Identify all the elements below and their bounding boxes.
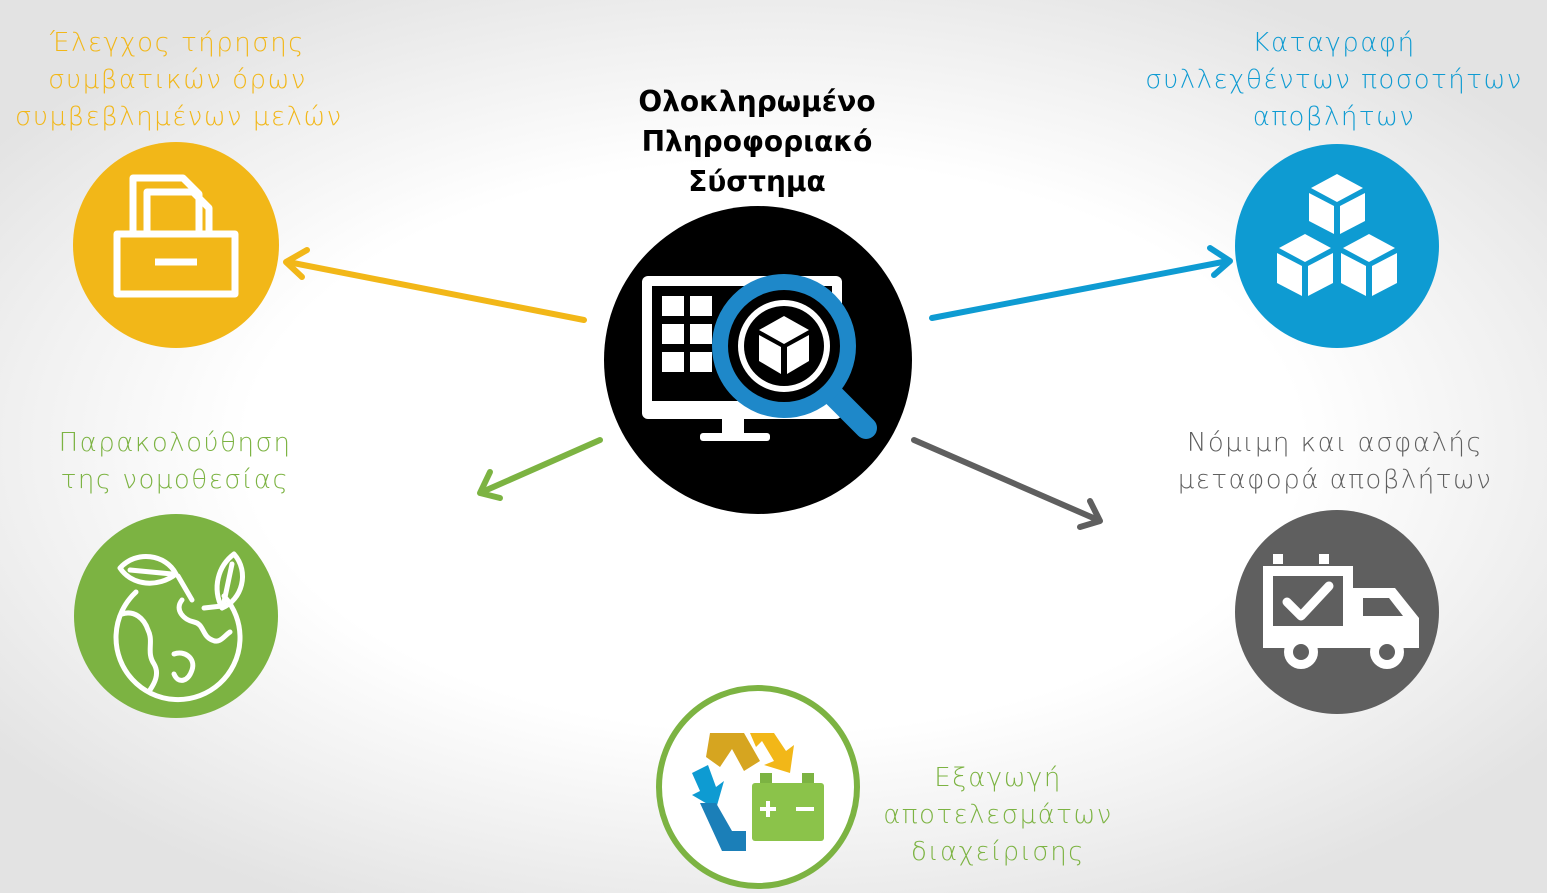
center-title-line-2: Πληροφοριακό xyxy=(641,125,873,158)
quantities-label: Καταγραφή συλλεχθέντων ποσοτήτων αποβλήτ… xyxy=(1140,25,1528,136)
contracts-circle xyxy=(73,142,279,348)
globe-leaves-icon xyxy=(113,551,245,703)
quantities-label-line-2: συλλεχθέντων ποσοτήτων xyxy=(1145,65,1523,95)
results-label-line-3: διαχείρισης xyxy=(911,837,1085,867)
legislation-label-line-2: της νομοθεσίας xyxy=(60,465,290,495)
recycle-battery-icon xyxy=(692,733,824,851)
results-circle xyxy=(656,685,860,889)
arrow-to-contracts xyxy=(283,247,587,323)
contracts-label-line-1: Έλεγχος τήρησης xyxy=(50,28,305,58)
contracts-label-line-2: συμβατικών όρων xyxy=(48,65,307,95)
center-title: Ολοκληρωμένο Πληροφοριακό Σύστημα xyxy=(622,82,892,202)
transport-label-line-1: Νόμιμη και ασφαλής xyxy=(1186,428,1484,458)
legislation-label: Παρακολούθηση της νομοθεσίας xyxy=(30,425,320,499)
transport-circle xyxy=(1235,510,1439,714)
results-label-line-1: Εξαγωγή xyxy=(934,763,1062,793)
quantities-label-line-1: Καταγραφή xyxy=(1252,28,1416,58)
center-circle xyxy=(604,206,912,514)
results-label: Εξαγωγή αποτελεσμάτων διαχείρισης xyxy=(868,760,1128,871)
legislation-circle xyxy=(74,514,278,718)
truck-check-icon xyxy=(1263,554,1419,669)
transport-label-line-2: μεταφορά αποβλήτων xyxy=(1177,465,1493,495)
arrow-to-quantities xyxy=(929,245,1233,321)
quantities-circle xyxy=(1235,144,1439,348)
results-label-line-2: αποτελεσμάτων xyxy=(883,800,1113,830)
center-title-line-3: Σύστημα xyxy=(688,165,826,198)
contracts-label: Έλεγχος τήρησης συμβατικών όρων συμβεβλη… xyxy=(15,25,343,136)
arrow-to-legislation xyxy=(477,437,603,501)
stacked-cubes-icon xyxy=(1277,174,1397,296)
arrow-to-transport xyxy=(911,437,1103,530)
transport-label: Νόμιμη και ασφαλής μεταφορά αποβλήτων xyxy=(1165,425,1505,499)
center-title-line-1: Ολοκληρωμένο xyxy=(638,85,876,118)
quantities-label-line-3: αποβλήτων xyxy=(1252,102,1416,132)
legislation-label-line-1: Παρακολούθηση xyxy=(58,428,292,458)
monitor-search-box-icon xyxy=(642,274,877,441)
file-archive-box-icon xyxy=(113,174,239,298)
contracts-label-line-3: συμβεβλημένων μελών xyxy=(15,102,343,132)
